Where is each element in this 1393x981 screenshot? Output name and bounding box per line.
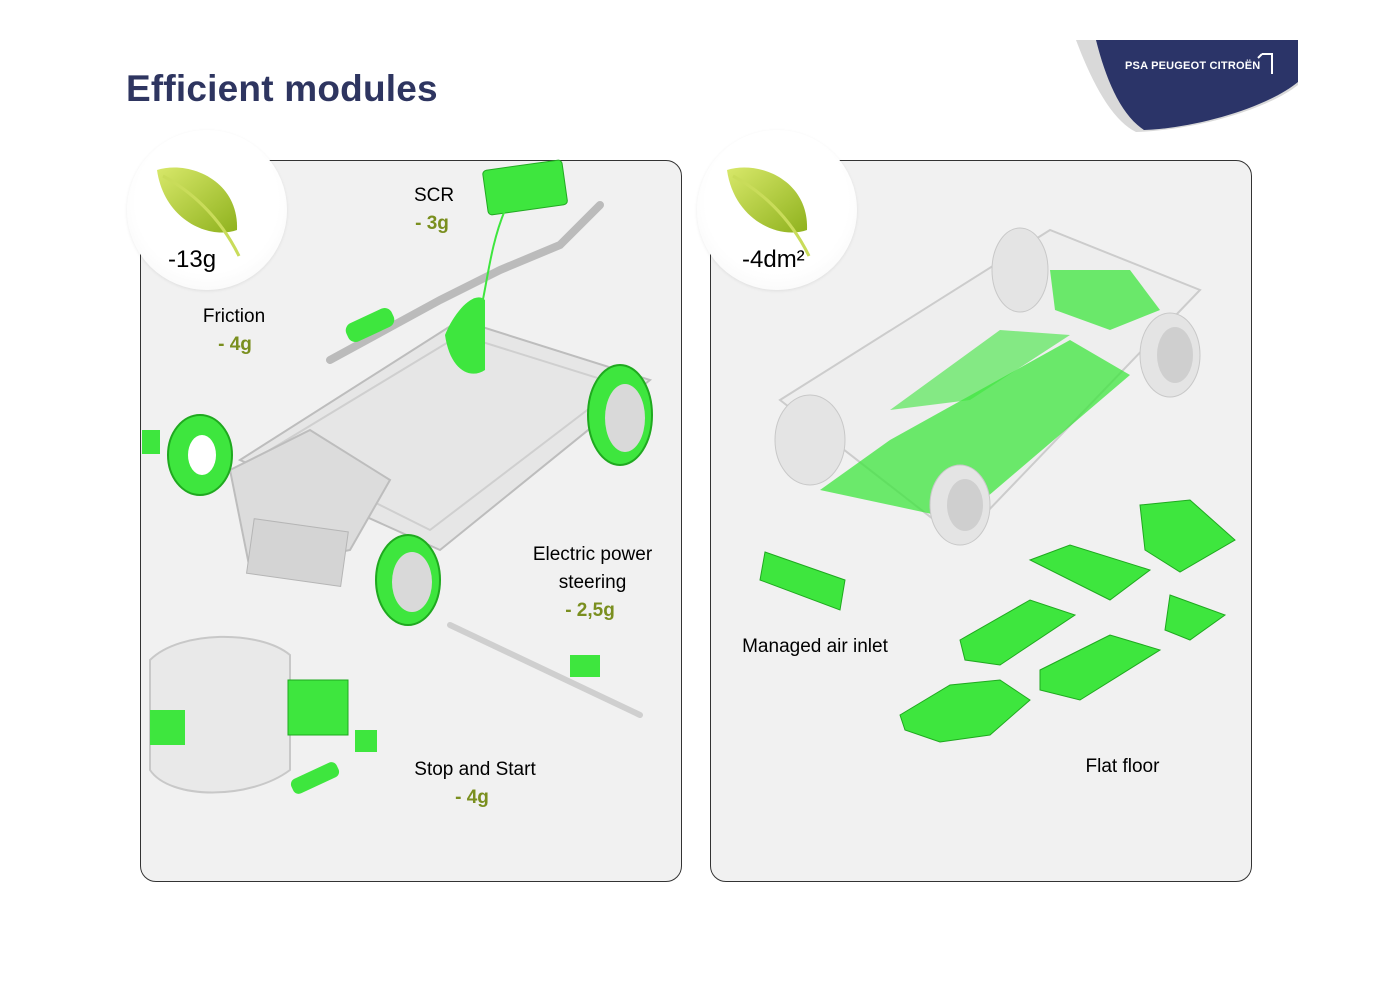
eps-value: - 2,5g (565, 600, 615, 621)
flat-floor-label: Flat floor (1085, 756, 1160, 777)
slide-title: Efficient modules (126, 68, 438, 109)
scr-module (482, 159, 568, 216)
scr-label: SCR (413, 185, 455, 206)
stop-start-value: - 4g (455, 787, 489, 808)
eps-motor (570, 655, 600, 677)
chassis-illustration-right (759, 227, 1236, 743)
stop-start-label: Stop and Start (414, 759, 536, 780)
logo-text: PSA PEUGEOT CITROËN (1125, 60, 1261, 72)
eps-label-line2: steering (558, 572, 627, 593)
leaf-badge-left (127, 130, 287, 290)
friction-label: Friction (202, 306, 266, 327)
left-badge-value: -13g (168, 246, 217, 273)
eps-label-line1: Electric power (532, 544, 653, 565)
air-inlet-part (759, 551, 846, 611)
leaf-icon (727, 167, 811, 257)
battery (287, 679, 349, 736)
managed-air-inlet-label: Managed air inlet (742, 636, 888, 657)
leaf-icon (157, 167, 241, 257)
chassis-illustration-left (142, 159, 653, 794)
psa-logo (1076, 40, 1298, 132)
scr-value: - 3g (415, 213, 449, 234)
right-badge-value: -4dm² (742, 246, 805, 273)
leaf-badge-right (697, 130, 857, 290)
friction-value: - 4g (218, 334, 252, 355)
